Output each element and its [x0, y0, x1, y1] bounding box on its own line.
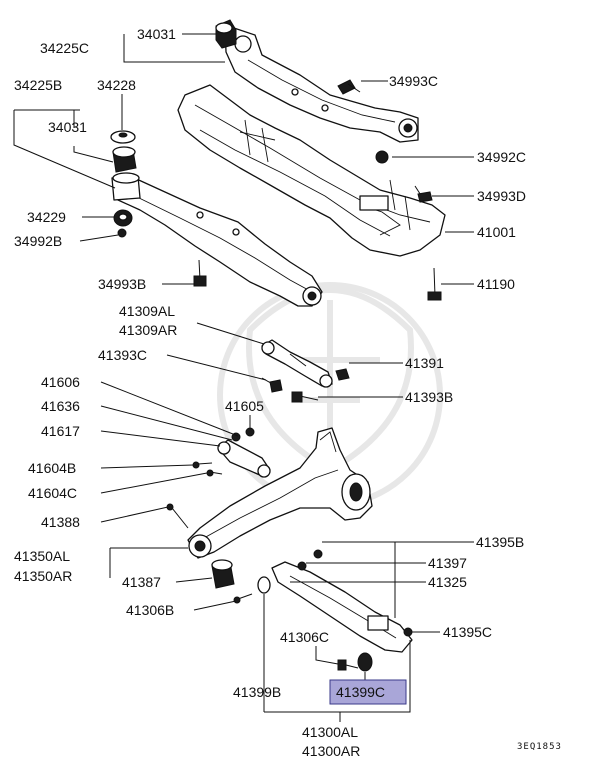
washer-34229: [113, 209, 133, 227]
highlight-box-41399C: [329, 679, 407, 705]
label-41604C[interactable]: 41604C: [28, 485, 77, 501]
lower-arm-41325: [271, 561, 413, 653]
stabilizer-link-41617: [217, 439, 271, 478]
lateral-link-41309: [261, 339, 333, 388]
washer-41395C: [403, 627, 413, 637]
label-41325[interactable]: 41325: [428, 574, 467, 590]
label-41393C[interactable]: 41393C: [98, 347, 147, 363]
label-41190[interactable]: 41190: [477, 276, 515, 292]
label-41617[interactable]: 41617: [41, 423, 80, 439]
washer-41606: [231, 432, 241, 442]
label-41636[interactable]: 41636: [41, 398, 80, 414]
bushing-34031-left: [111, 146, 141, 201]
label-41350AR[interactable]: 41350AR: [14, 568, 72, 584]
nut-41397: [297, 561, 307, 571]
label-34993B[interactable]: 34993B: [98, 276, 146, 292]
nut-34992B: [117, 228, 127, 238]
label-41001[interactable]: 41001: [477, 224, 516, 240]
label-41300AR[interactable]: 41300AR: [302, 743, 360, 759]
bolt-41190: [427, 267, 442, 301]
label-41388[interactable]: 41388: [41, 514, 80, 530]
bolt-41306C: [337, 659, 359, 671]
label-41395C[interactable]: 41395C: [443, 624, 492, 640]
cap-34992C: [375, 150, 389, 164]
bushing-34031-top: [215, 19, 237, 49]
label-41391[interactable]: 41391: [405, 355, 444, 371]
bolt-34993C: [337, 79, 361, 95]
nut-41605: [245, 427, 255, 437]
bolt-41306B: [233, 593, 253, 604]
trailing-arm-41350: [187, 427, 373, 559]
label-34992B[interactable]: 34992B: [14, 233, 62, 249]
label-41306C[interactable]: 41306C: [280, 629, 329, 645]
label-41306B[interactable]: 41306B: [126, 602, 174, 618]
bushing-41399B: [257, 576, 271, 594]
label-34031-left[interactable]: 34031: [48, 119, 87, 135]
part-labels: 34031 34225C 34993C 34225B 34228 34031 3…: [14, 26, 562, 759]
crossmember-bracket-lower: [114, 175, 323, 307]
bolt-34993B: [193, 259, 207, 287]
label-34228[interactable]: 34228: [97, 77, 136, 93]
bushing-41387: [211, 559, 235, 589]
label-41350AL[interactable]: 41350AL: [14, 548, 70, 564]
label-34229[interactable]: 34229: [27, 209, 66, 225]
label-41395B[interactable]: 41395B: [476, 534, 524, 550]
label-41604B[interactable]: 41604B: [28, 460, 76, 476]
label-41387[interactable]: 41387: [122, 574, 161, 590]
crossmember-bracket-upper: [224, 24, 419, 143]
washer-41395B: [313, 549, 323, 559]
label-34225C[interactable]: 34225C: [40, 40, 89, 56]
washer-34228: [110, 130, 136, 144]
bolt-41393B: [291, 391, 319, 403]
bolt-41388: [166, 503, 189, 529]
label-41606[interactable]: 41606: [41, 374, 80, 390]
bolt-34993D: [414, 185, 433, 203]
bushing-41399C: [357, 652, 373, 672]
label-41393B[interactable]: 41393B: [405, 389, 453, 405]
label-41399B[interactable]: 41399B: [233, 684, 281, 700]
label-41309AR[interactable]: 41309AR: [119, 322, 177, 338]
label-34992C[interactable]: 34992C: [477, 149, 526, 165]
leader-lines: [13, 33, 474, 722]
bolt-41604C: [206, 469, 223, 477]
label-34031-top[interactable]: 34031: [137, 26, 176, 42]
nut-41391: [335, 368, 350, 381]
label-34993D[interactable]: 34993D: [477, 188, 526, 204]
crossmember-41001: [177, 84, 446, 257]
label-41300AL[interactable]: 41300AL: [302, 724, 358, 740]
diagram-code: 3EQ1853: [517, 742, 562, 752]
label-41309AL[interactable]: 41309AL: [119, 303, 175, 319]
label-41399C[interactable]: 41399C: [336, 684, 385, 700]
label-34993C[interactable]: 34993C: [389, 73, 438, 89]
bolt-41604B: [192, 461, 213, 469]
label-41605[interactable]: 41605: [225, 398, 264, 414]
label-41397[interactable]: 41397: [428, 555, 467, 571]
label-34225B[interactable]: 34225B: [14, 77, 62, 93]
